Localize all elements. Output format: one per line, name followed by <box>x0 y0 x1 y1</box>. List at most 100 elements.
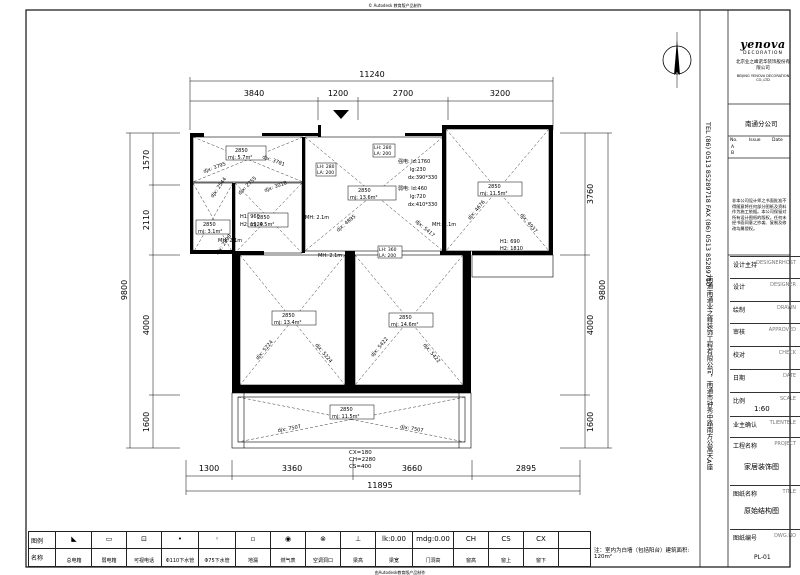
project-value: 家居装饰图 <box>744 463 779 471</box>
window-spec-label: CX=180 <box>349 450 372 456</box>
bottom-dimensions <box>185 460 581 495</box>
header-text: © Autodesk 教育版产品制作 <box>368 2 421 8</box>
footer-text: 由Autodesk教育版产品制作 <box>375 569 426 575</box>
room-dj: djx: 3795 <box>203 161 227 175</box>
door-height-label: MH: 2430 <box>390 386 414 392</box>
legend-item: ⊗空调洞口 <box>306 532 341 566</box>
room-tag: 2850 mj: 5.7m² <box>225 145 267 161</box>
entrance-arrow-icon <box>333 110 349 119</box>
legend-item: •Φ110下水管 <box>162 532 199 566</box>
door-height-label: MH: 2.1m <box>318 253 342 259</box>
logo-text: yenova <box>740 38 786 51</box>
room-dj: djx: 4937 <box>518 212 538 234</box>
svg-text:mj: 13.6m²: mj: 13.6m² <box>350 195 378 201</box>
room-dj: djx: 2755 <box>237 176 258 197</box>
branch-name: 南通分公司 <box>745 120 778 128</box>
door-height-label: MH: 2.1m <box>305 215 329 221</box>
dim-right-total: 9800 <box>598 280 607 300</box>
company-en: BEIJING YENOVA DECORATION CO.,LTD <box>736 74 790 82</box>
beam-label: LA: 200 <box>374 151 391 157</box>
weak-electric-label: dx:410*330 <box>408 202 437 208</box>
window-spec-label: CH=2280 <box>349 457 376 463</box>
company-vertical-text: 南通业之峰装饰工程有限公司，南通市钟秀中路南方公寓天A座 <box>705 290 713 470</box>
legend-header-row-line <box>29 548 590 549</box>
dim-bottom-total: 11895 <box>367 481 392 490</box>
dim-left-seg: 4000 <box>142 315 151 335</box>
no-a: A <box>731 145 735 150</box>
door-height-label: MH: 2.1m <box>218 238 242 244</box>
svg-text:mj: 13.4m²: mj: 13.4m² <box>274 320 302 326</box>
svg-text:2850: 2850 <box>203 222 216 228</box>
strong-electric-label: dx:390*330 <box>408 175 437 181</box>
room-diagonals <box>192 128 550 443</box>
svg-text:2850: 2850 <box>257 215 270 221</box>
door-height-label: MH: 2430 <box>275 386 299 392</box>
window-spec-label: CS=400 <box>349 464 372 470</box>
title-block-frame <box>699 10 790 567</box>
date-label: Date <box>772 138 783 143</box>
title-value: 原始结构图 <box>744 507 779 515</box>
beam-label: LH: 280 <box>317 164 335 170</box>
legend-item: ▭弱电箱 <box>92 532 127 566</box>
svg-text:2850: 2850 <box>340 407 353 413</box>
room-dj: djx: 7507 <box>400 424 424 434</box>
window-height-label: H1: 960 <box>240 214 260 220</box>
room-dj: djx: 4676 <box>467 199 487 221</box>
legend-header-name: 名称 <box>31 555 44 562</box>
room-tag: 2850 mj: 14.6m² <box>388 312 434 328</box>
svg-text:mj: 5.7m²: mj: 5.7m² <box>228 155 252 161</box>
dim-left-seg: 1600 <box>142 412 151 432</box>
logo-sub: DECORATION <box>743 51 783 56</box>
svg-text:mj: 4.5m²: mj: 4.5m² <box>250 222 274 228</box>
left-dimensions <box>126 132 180 449</box>
svg-text:mj: 11.5m²: mj: 11.5m² <box>332 414 360 420</box>
svg-text:mj: 11.5m²: mj: 11.5m² <box>480 191 508 197</box>
room-tag: 2850 mj: 4.5m² <box>247 212 289 228</box>
svg-text:2850: 2850 <box>399 315 412 321</box>
room-dj: djx: 2544 <box>210 176 228 199</box>
dim-bottom-seg: 2895 <box>516 464 536 473</box>
dwg-no-value: PL-01 <box>754 554 771 561</box>
beam-label: LA: 200 <box>317 170 334 176</box>
door-height-label: MH: 2.1m <box>432 222 456 228</box>
issue-header: No. Issue Date <box>730 138 790 143</box>
legend-item: ◣总电箱 <box>57 532 92 566</box>
window-height-label: H1: 690 <box>500 239 520 245</box>
room-tag: 2850 mj: 11.5m² <box>329 404 375 420</box>
room-tag: 2850 mj: 11.5m² <box>477 181 523 197</box>
right-dimensions <box>560 132 612 449</box>
dim-bottom-seg: 1300 <box>199 464 219 473</box>
window-height-label: H2: 1520 <box>240 222 263 228</box>
dim-bottom-seg: 3360 <box>282 464 302 473</box>
room-tag: 2850 mj: 13.4m² <box>271 310 317 326</box>
top-dimensions <box>189 77 554 130</box>
beam-label: LH: 280 <box>374 145 392 151</box>
dim-bottom-seg: 3660 <box>402 464 422 473</box>
city-vertical-text: 南通 <box>705 276 713 289</box>
dim-top-seg: 2700 <box>393 89 413 98</box>
room-tag: 2850 mj: 13.6m² <box>347 185 397 201</box>
svg-text:2850: 2850 <box>235 148 248 154</box>
scale-value: 1:60 <box>754 405 770 413</box>
svg-text:2850: 2850 <box>282 313 295 319</box>
svg-text:mj: 3.1m²: mj: 3.1m² <box>198 229 222 235</box>
svg-text:2850: 2850 <box>488 184 501 190</box>
dim-right-seg: 4000 <box>586 315 595 335</box>
legend-item: ▫地漏 <box>236 532 271 566</box>
room-dj: djx: 5224 <box>313 342 333 364</box>
strong-electric-label: lg:230 <box>410 167 426 173</box>
beam-label-boxes <box>315 143 403 259</box>
svg-text:mj: 14.6m²: mj: 14.6m² <box>391 322 419 328</box>
room-dj: djx: 3781 <box>261 154 285 168</box>
beam-label: LA: 200 <box>379 253 396 259</box>
